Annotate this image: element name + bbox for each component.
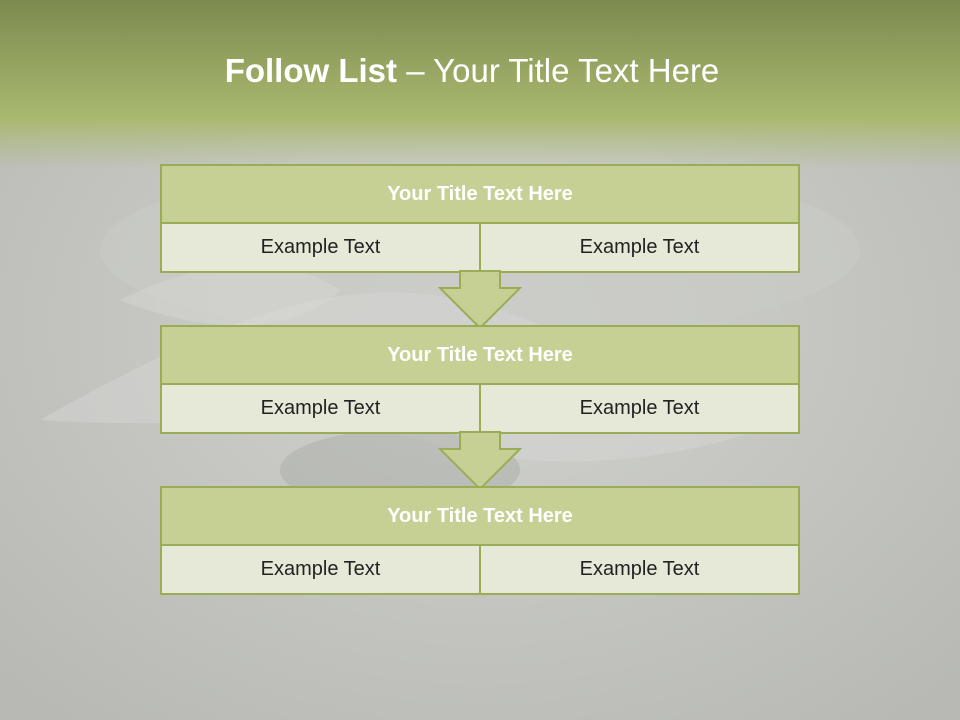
- step-title: Your Title Text Here: [162, 327, 798, 385]
- slide-title: Follow List – Your Title Text Here: [0, 52, 944, 90]
- step-row: Example Text Example Text: [162, 385, 798, 432]
- step-box-2: Your Title Text Here Example Text Exampl…: [160, 325, 800, 434]
- down-arrow-icon: [438, 270, 522, 330]
- step-left-text: Example Text: [162, 546, 479, 593]
- step-row: Example Text Example Text: [162, 224, 798, 271]
- step-right-text: Example Text: [479, 224, 798, 271]
- step-title: Your Title Text Here: [162, 488, 798, 546]
- step-title: Your Title Text Here: [162, 166, 798, 224]
- step-left-text: Example Text: [162, 385, 479, 432]
- down-arrow-icon: [438, 431, 522, 491]
- step-left-text: Example Text: [162, 224, 479, 271]
- step-row: Example Text Example Text: [162, 546, 798, 593]
- slide-title-bold: Follow List: [224, 52, 398, 89]
- step-box-3: Your Title Text Here Example Text Exampl…: [160, 486, 800, 595]
- slide-title-rest: – Your Title Text Here: [397, 52, 720, 89]
- step-right-text: Example Text: [479, 385, 798, 432]
- step-box-1: Your Title Text Here Example Text Exampl…: [160, 164, 800, 273]
- title-band: [0, 0, 960, 170]
- step-right-text: Example Text: [479, 546, 798, 593]
